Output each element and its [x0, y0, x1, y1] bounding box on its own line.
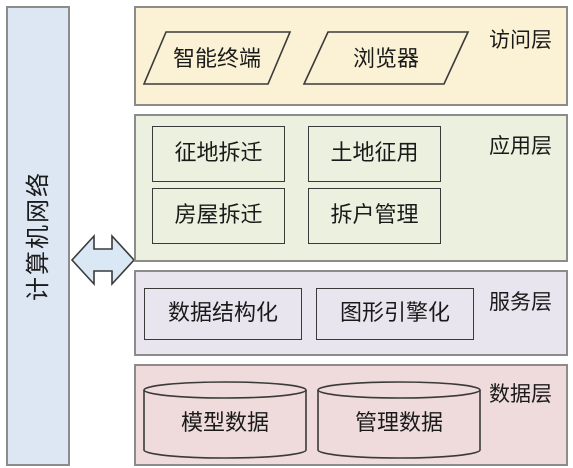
browser-label: 浏览器	[353, 47, 419, 72]
model-data-cylinder: 模型数据	[143, 381, 307, 459]
service-layer: 服务层 数据结构化 图形引擎化	[134, 270, 568, 356]
house-demolition-label: 房屋拆迁	[174, 203, 263, 228]
arrow-shape	[70, 233, 136, 287]
data-structuring-box: 数据结构化	[144, 288, 302, 340]
data-structuring-label: 数据结构化	[167, 301, 278, 326]
application-layer-label: 应用层	[489, 134, 552, 158]
bidirectional-arrow-icon	[70, 233, 136, 287]
graphics-engine-label: 图形引擎化	[339, 301, 450, 326]
management-data-cylinder: 管理数据	[317, 381, 481, 459]
access-layer: 访问层 智能终端 浏览器	[134, 6, 568, 106]
smart-terminal-box: 智能终端	[142, 31, 292, 85]
management-data-label: 管理数据	[355, 411, 443, 436]
data-layer-label: 数据层	[489, 382, 552, 406]
smart-terminal-label: 智能终端	[173, 47, 261, 72]
land-acquisition-relocation-label: 征地拆迁	[174, 141, 263, 166]
household-management-label: 拆户管理	[330, 203, 419, 228]
computer-network-bar: 计算机网络	[6, 6, 70, 466]
access-layer-label: 访问层	[489, 28, 552, 52]
model-data-label: 模型数据	[181, 411, 269, 436]
browser-box: 浏览器	[302, 31, 470, 85]
data-layer: 数据层 模型数据 管理数据	[134, 364, 568, 466]
land-requisition-box: 土地征用	[308, 126, 441, 182]
household-management-box: 拆户管理	[308, 188, 441, 244]
service-layer-label: 服务层	[489, 290, 552, 314]
application-layer: 应用层 征地拆迁 土地征用 房屋拆迁 拆户管理	[134, 114, 568, 262]
land-requisition-label: 土地征用	[330, 141, 419, 166]
land-acquisition-relocation-box: 征地拆迁	[152, 126, 285, 182]
house-demolition-box: 房屋拆迁	[152, 188, 285, 244]
computer-network-label: 计算机网络	[24, 171, 52, 301]
graphics-engine-box: 图形引擎化	[316, 288, 474, 340]
